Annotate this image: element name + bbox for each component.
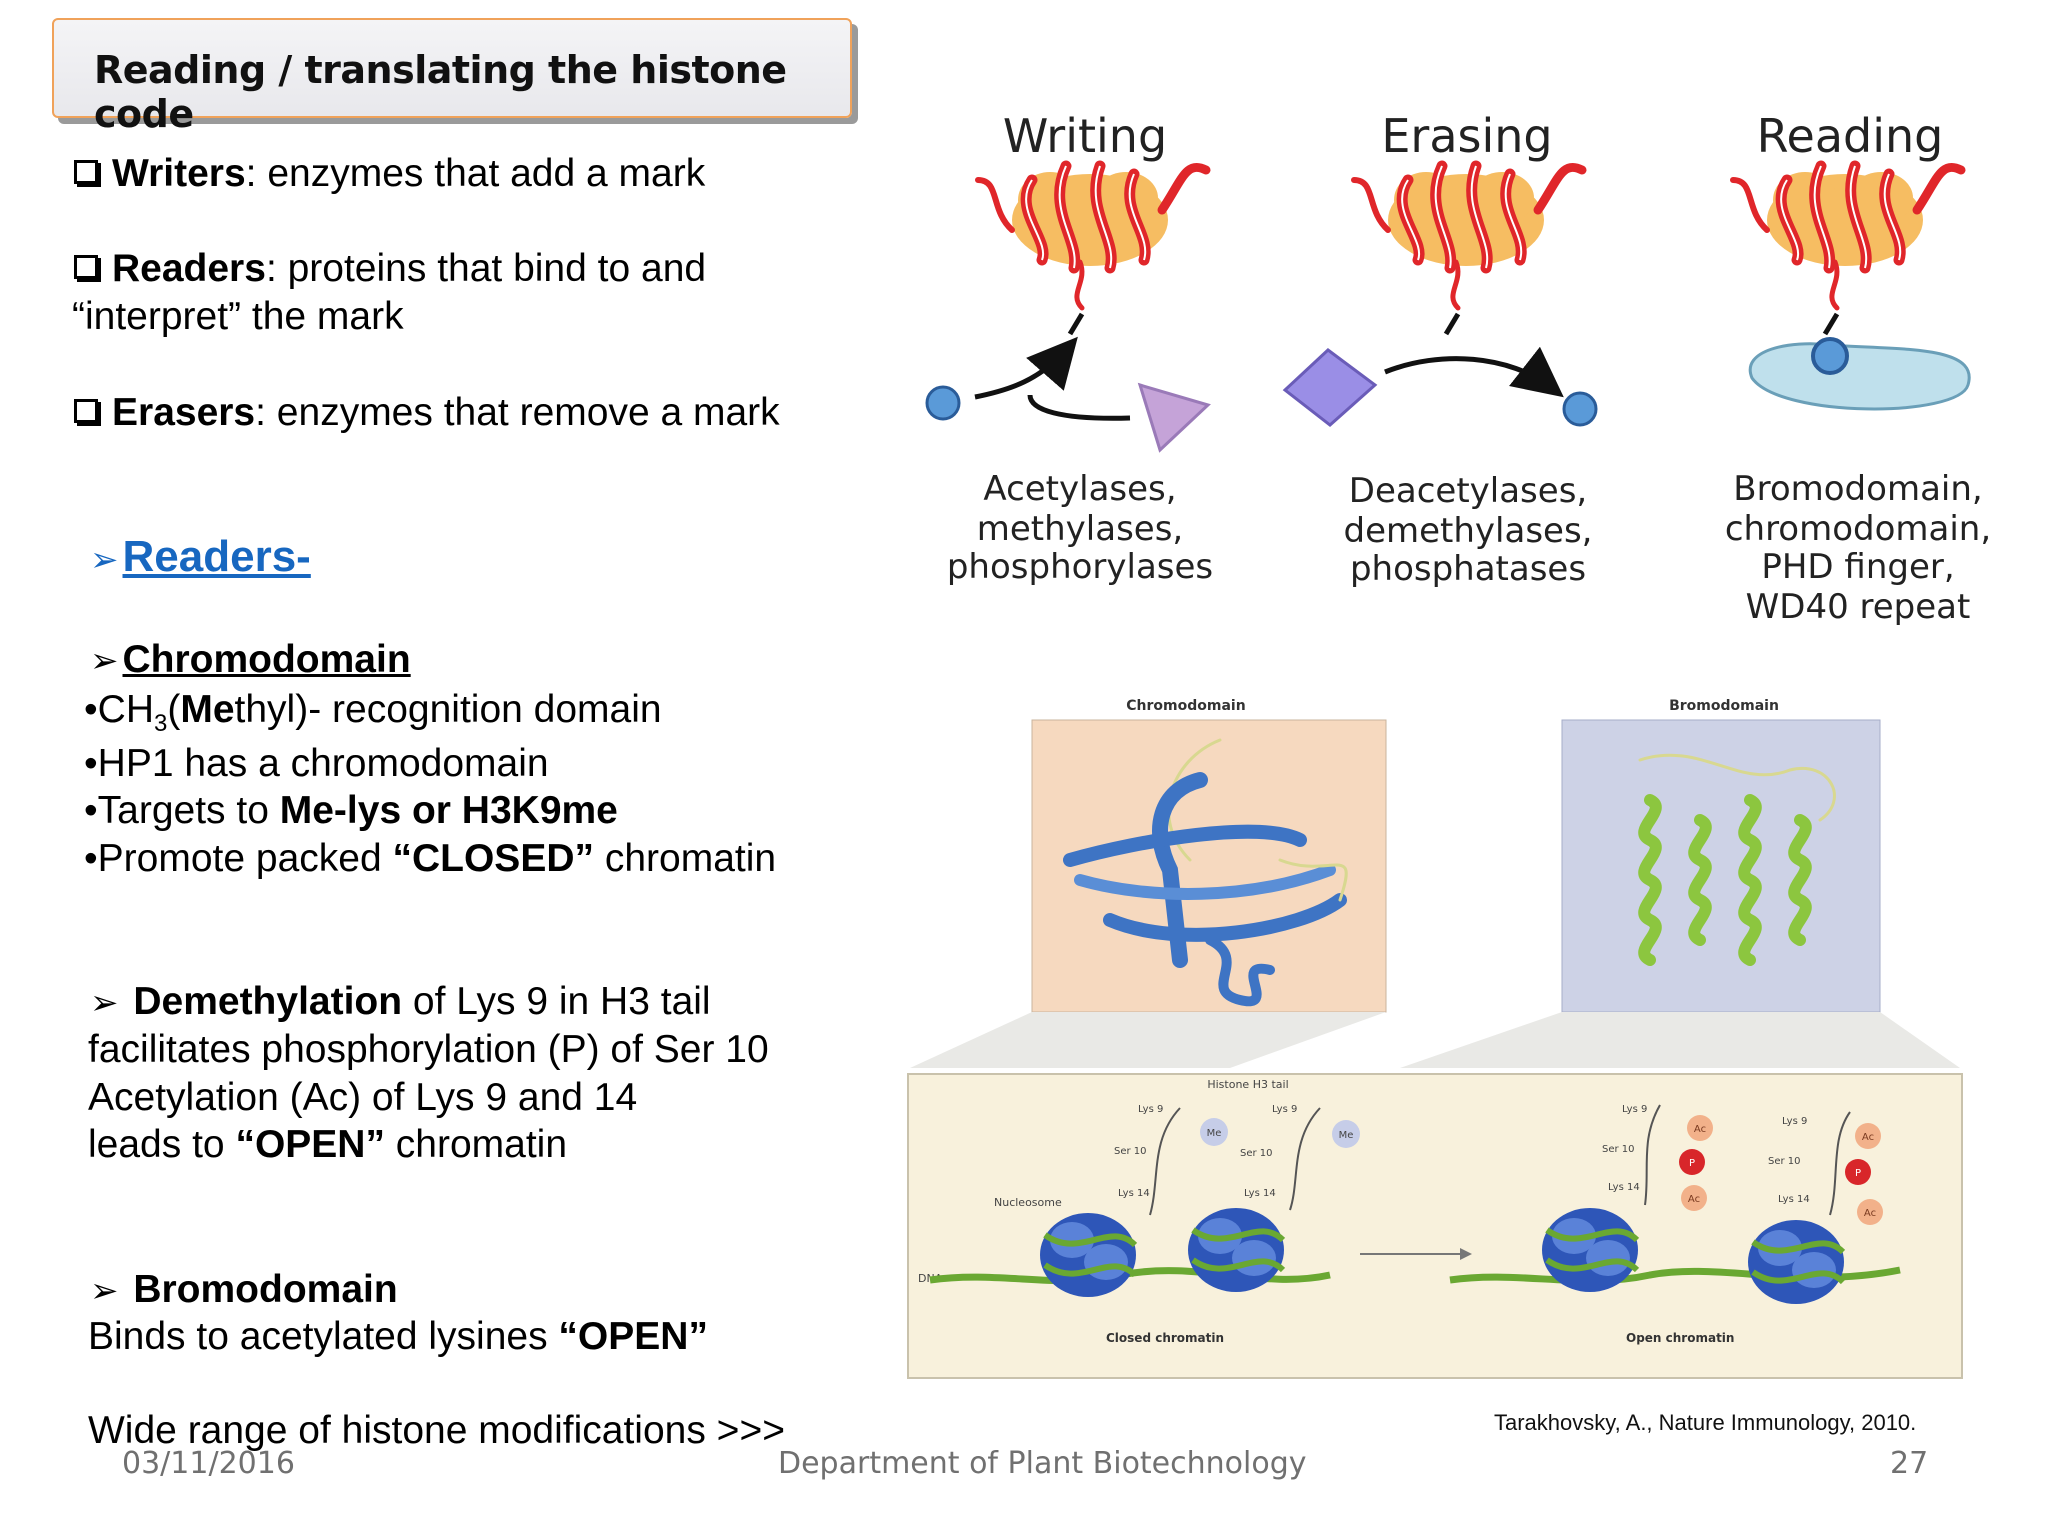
chromodomain-line-4: •Promote packed “CLOSED” chromatin <box>84 837 777 880</box>
footer-department: Department of Plant Biotechnology <box>778 1446 1307 1481</box>
phospho-mark-icon <box>1845 1159 1871 1185</box>
writing-caption-1: Acetylases, <box>983 469 1176 509</box>
nucleosome-open-2 <box>1748 1220 1846 1304</box>
writers-bullet: Writers: enzymes that add a mark <box>74 150 705 198</box>
mark-circle-icon <box>1811 337 1849 375</box>
lys9-label: Lys 9 <box>1782 1116 1807 1127</box>
chromatin-figure: Chromodomain Bromodomain Histone H3 tail… <box>907 698 1963 1379</box>
bromodomain-label: Bromodomain <box>1669 698 1779 714</box>
erasing-caption-1: Deacetylases, <box>1349 471 1587 511</box>
readers-bullet-cont: “interpret” the mark <box>72 295 404 338</box>
ac-label: Ac <box>1864 1208 1876 1219</box>
panel-title-erasing: Erasing <box>1381 109 1552 163</box>
nucleosome-open-1 <box>1542 1208 1640 1292</box>
arrow-bullet-icon: ➢ <box>90 983 119 1023</box>
writing-caption-2: methylases, <box>977 509 1183 549</box>
footer-page-number: 27 <box>1890 1446 1929 1481</box>
bromodomain-heading: ➢ Bromodomain <box>90 1268 398 1311</box>
footer-date: 03/11/2016 <box>122 1446 295 1481</box>
panel-title-writing: Writing <box>1003 109 1167 163</box>
reading-caption-3: PHD finger, <box>1761 547 1954 587</box>
lys14-label: Lys 14 <box>1244 1188 1276 1199</box>
reader-protein-icon <box>1748 342 1971 411</box>
arrow-bullet-icon: ➢ <box>90 641 119 681</box>
checkbox-bullet-icon <box>74 160 98 184</box>
ser10-label: Ser 10 <box>1240 1148 1273 1159</box>
writing-caption-3: phosphorylases <box>947 547 1213 587</box>
reading-caption-4: WD40 repeat <box>1746 587 1971 627</box>
chromodomain-heading: ➢Chromodomain <box>90 638 411 681</box>
reading-caption-1: Bromodomain, <box>1733 469 1982 509</box>
arrow-bullet-icon: ➢ <box>90 540 119 580</box>
p-label: P <box>1855 1168 1861 1179</box>
wide-range-text: Wide range of histone modifications >>> <box>88 1409 785 1452</box>
me-label: Me <box>1207 1128 1222 1139</box>
demethylation-line-4: leads to “OPEN” chromatin <box>88 1123 568 1166</box>
p-label: P <box>1689 1158 1695 1169</box>
panel-title-reading: Reading <box>1757 109 1944 163</box>
lys9-label: Lys 9 <box>1622 1104 1647 1115</box>
erasing-caption-3: phosphatases <box>1350 549 1586 589</box>
chromodomain-label: Chromodomain <box>1126 698 1245 714</box>
chromodomain-line-2: •HP1 has a chromodomain <box>84 742 549 785</box>
demethylation-line-3: Acetylation (Ac) of Lys 9 and 14 <box>88 1076 638 1119</box>
figure-citation: Tarakhovsky, A., Nature Immunology, 2010… <box>1494 1410 1917 1435</box>
readers-heading: ➢Readers- <box>90 532 311 581</box>
zoom-connector <box>1400 1012 1960 1068</box>
zoom-connector <box>910 1012 1386 1068</box>
demethylation-line-1: ➢ Demethylation of Lys 9 in H3 tail <box>90 980 711 1023</box>
mark-circle-icon <box>925 385 961 421</box>
reading-caption-2: chromodomain, <box>1725 509 1991 549</box>
bromodomain-helix-icon <box>1638 753 1836 966</box>
lys14-label: Lys 14 <box>1608 1182 1640 1193</box>
bromodomain-structure-panel <box>1561 719 1881 1013</box>
nucleosome-label: Nucleosome <box>994 1196 1062 1209</box>
acetyl-mark-icon <box>1855 1123 1881 1149</box>
acetyl-mark-icon <box>1687 1115 1713 1141</box>
nucleosome-icon <box>1354 166 1582 334</box>
writer-enzyme-triangle-icon <box>1137 382 1211 453</box>
slide-title-box: Reading / translating the histone code <box>52 18 852 136</box>
checkbox-bullet-icon <box>74 255 98 279</box>
eraser-enzyme-diamond-icon <box>1282 348 1378 427</box>
chromodomain-line-3: •Targets to Me-lys or H3K9me <box>84 789 618 832</box>
closed-chromatin-label: Closed chromatin <box>1106 1331 1224 1345</box>
lys14-label: Lys 14 <box>1118 1188 1150 1199</box>
acetyl-mark-icon <box>1857 1199 1883 1225</box>
ser10-label: Ser 10 <box>1602 1144 1635 1155</box>
bromodomain-line: Binds to acetylated lysines “OPEN” <box>88 1315 708 1358</box>
acetyl-mark-icon <box>1681 1185 1707 1211</box>
lys9-label: Lys 9 <box>1272 1104 1297 1115</box>
chromodomain-ribbon-icon <box>1063 738 1348 1007</box>
nucleosome-closed-1 <box>1040 1213 1138 1297</box>
erasers-bullet: Erasers: enzymes that remove a mark <box>74 389 780 437</box>
arrow-bullet-icon: ➢ <box>90 1271 119 1311</box>
ser10-label: Ser 10 <box>1768 1156 1801 1167</box>
ac-label: Ac <box>1694 1124 1706 1135</box>
mark-circle-icon <box>1562 391 1598 427</box>
nucleosome-icon <box>1733 166 1961 334</box>
histone-code-figure: Writing Acetylases, methylases, phosphor… <box>925 109 1991 627</box>
lys9-label: Lys 9 <box>1138 1104 1163 1115</box>
nucleosome-closed-2 <box>1188 1208 1286 1292</box>
checkbox-bullet-icon <box>74 399 98 423</box>
readers-bullet: Readers: proteins that bind to and <box>74 245 706 293</box>
chromodomain-line-1: •CH3(Methyl)- recognition domain <box>84 688 662 737</box>
nucleosome-icon <box>978 166 1206 334</box>
me-label: Me <box>1339 1130 1354 1141</box>
ac-label: Ac <box>1688 1194 1700 1205</box>
methyl-mark-icon <box>1200 1118 1228 1146</box>
demethylation-line-2: facilitates phosphorylation (P) of Ser 1… <box>88 1028 769 1071</box>
erasing-caption-2: demethylases, <box>1344 511 1593 551</box>
histone-tail-label: Histone H3 tail <box>1207 1078 1288 1091</box>
lys14-label: Lys 14 <box>1778 1194 1810 1205</box>
slide-title: Reading / translating the histone code <box>94 48 787 136</box>
phospho-mark-icon <box>1679 1149 1705 1175</box>
ser10-label: Ser 10 <box>1114 1146 1147 1157</box>
methyl-mark-icon <box>1332 1120 1360 1148</box>
ac-label: Ac <box>1862 1132 1874 1143</box>
open-chromatin-label: Open chromatin <box>1626 1331 1734 1345</box>
